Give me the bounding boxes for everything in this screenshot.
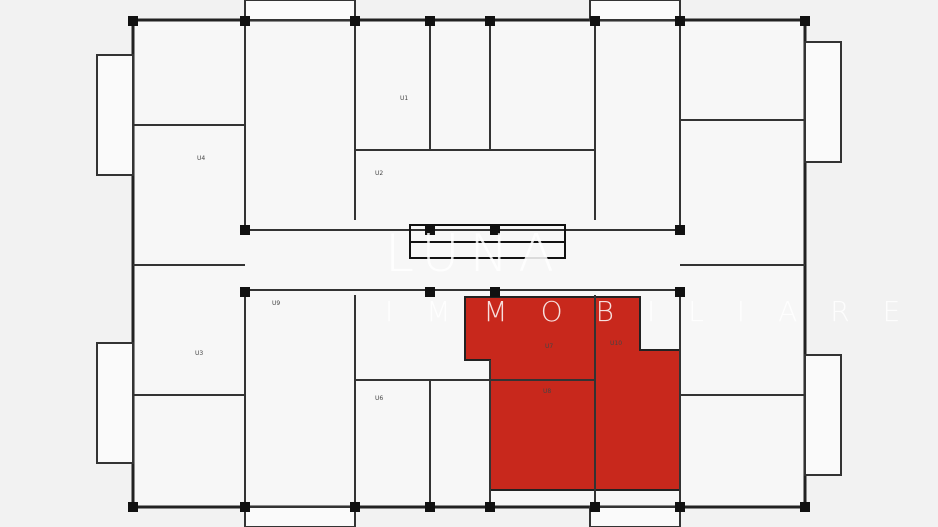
- room-label: U3: [195, 350, 203, 357]
- columns: [128, 16, 810, 512]
- room-label: U9: [272, 300, 280, 307]
- room-label: U6: [375, 395, 383, 402]
- room-labels: U1 U2 U3 U4 U6 U7 U8 U9 U10: [195, 95, 622, 402]
- building-floor: [131, 18, 807, 509]
- stairs: [409, 224, 566, 259]
- room-label: U1: [400, 95, 408, 102]
- room-label: U10: [610, 340, 622, 347]
- room-label: U7: [545, 343, 553, 350]
- room-label: U8: [543, 388, 551, 395]
- room-label: U4: [197, 155, 205, 162]
- balconies: [96, 0, 842, 527]
- interior-walls: [133, 20, 805, 507]
- room-label: U2: [375, 170, 383, 177]
